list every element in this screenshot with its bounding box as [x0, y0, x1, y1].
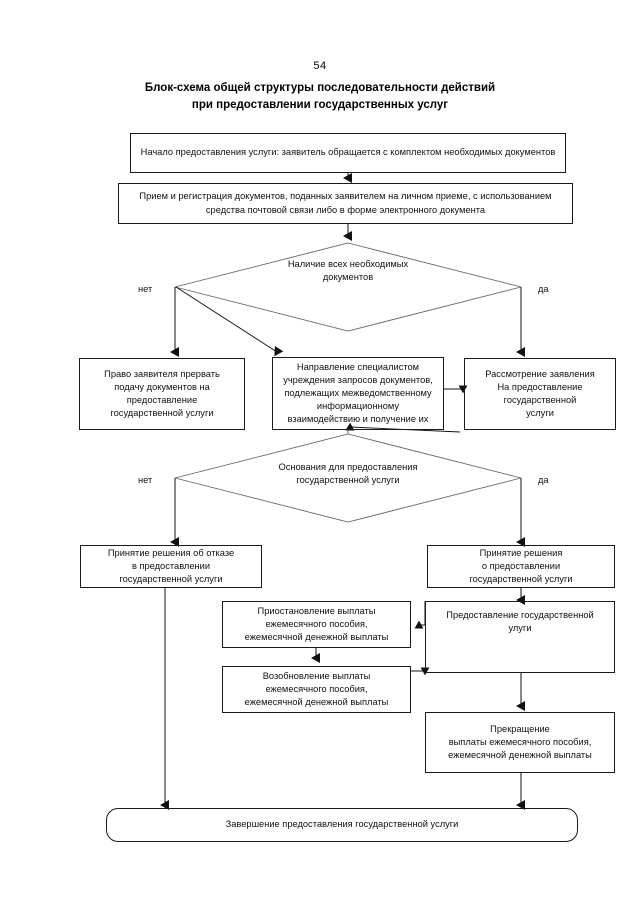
node-provide-service[interactable]: Предоставление государственной улуги	[425, 601, 615, 673]
node-start[interactable]: Начало предоставления услуги: заявитель …	[130, 133, 566, 173]
page-number: 54	[313, 60, 327, 72]
decision-documents-diamond	[174, 242, 522, 332]
page-title: Блок-схема общей структуры последователь…	[90, 80, 550, 113]
node-interagency-requests[interactable]: Направление специалистом учреждения запр…	[272, 357, 444, 430]
node-review-application[interactable]: Рассмотрение заявления На предоставление…	[464, 358, 616, 430]
node-grant-decision[interactable]: Принятие решения о предоставлении госуда…	[427, 545, 615, 588]
node-resume-payment-label: Возобновление выплаты ежемесячного пособ…	[244, 670, 389, 708]
decision-documents-label: Наличие всех необходимых документов	[287, 259, 409, 283]
decision-grounds-label: Основания для предоставления государстве…	[278, 462, 418, 486]
node-receive-documents[interactable]: Прием и регистрация документов, поданных…	[118, 183, 573, 224]
node-refusal-decision-label: Принятие решения об отказе в предоставле…	[107, 547, 235, 585]
node-terminate-payment-label: Прекращение выплаты ежемесячного пособия…	[448, 723, 592, 761]
node-finish-label: Завершение предоставления государственно…	[225, 819, 459, 830]
node-suspend-payment-label: Приостановление выплаты ежемесячного пос…	[244, 605, 389, 643]
branch-label-no-2: нет	[138, 475, 153, 485]
node-right-to-interrupt[interactable]: Право заявителя прервать подачу документ…	[79, 358, 245, 430]
node-finish[interactable]: Завершение предоставления государственно…	[106, 808, 578, 842]
title-line-2: при предоставлении государственных услуг	[191, 98, 449, 111]
node-start-label: Начало предоставления услуги: заявитель …	[140, 147, 556, 158]
node-refusal-decision[interactable]: Принятие решения об отказе в предоставле…	[80, 545, 262, 588]
branch-label-no-1: нет	[138, 284, 153, 294]
title-line-1: Блок-схема общей структуры последователь…	[144, 82, 496, 94]
node-terminate-payment[interactable]: Прекращение выплаты ежемесячного пособия…	[425, 712, 615, 773]
node-grant-decision-label: Принятие решения о предоставлении госуда…	[469, 547, 573, 585]
node-provide-service-label: Предоставление государственной улуги	[446, 610, 594, 634]
node-interagency-requests-label: Направление специалистом учреждения запр…	[283, 361, 433, 425]
node-suspend-payment[interactable]: Приостановление выплаты ежемесячного пос…	[222, 601, 411, 648]
node-resume-payment[interactable]: Возобновление выплаты ежемесячного пособ…	[222, 666, 411, 713]
branch-label-yes-1: да	[538, 284, 549, 294]
node-right-to-interrupt-label: Право заявителя прервать подачу документ…	[104, 368, 220, 419]
node-review-application-label: Рассмотрение заявления На предоставление…	[485, 368, 595, 419]
branch-label-yes-2: да	[538, 475, 549, 485]
node-receive-documents-label: Прием и регистрация документов, поданных…	[139, 191, 552, 215]
